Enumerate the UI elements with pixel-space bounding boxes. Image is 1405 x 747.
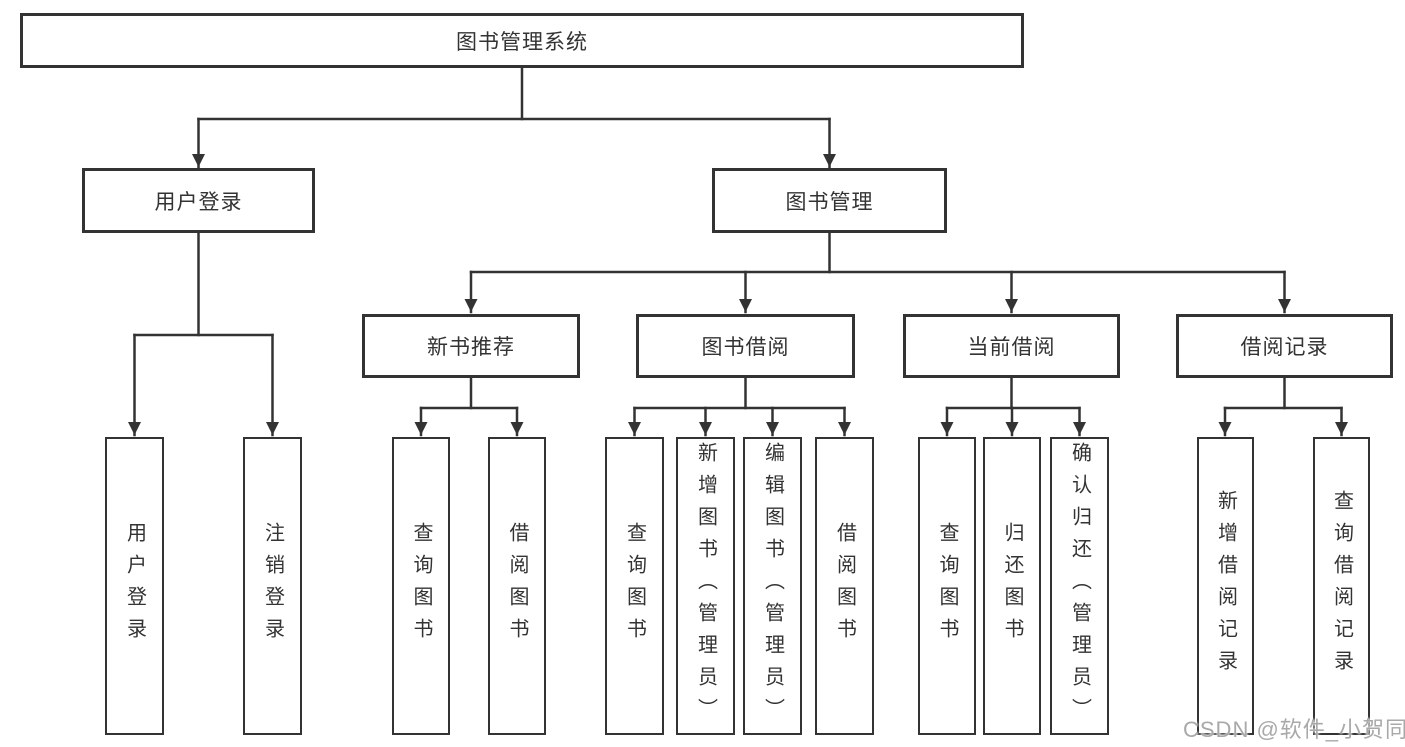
leaf-borrow-books-1: 借阅图书 — [488, 437, 546, 735]
leaf-label: 归还图书 — [1001, 522, 1023, 650]
leaf-borrow-books-2: 借阅图书 — [815, 437, 874, 735]
node-borrow-records: 借阅记录 — [1176, 314, 1393, 378]
leaf-query-borrow-record: 查询借阅记录 — [1313, 437, 1370, 735]
leaf-label: 注销登录 — [261, 522, 284, 650]
leaf-label: 新增借阅记录 — [1214, 490, 1237, 682]
leaf-label: 编辑图书（管理员） — [761, 442, 784, 730]
leaf-label: 借阅图书 — [833, 522, 856, 650]
leaf-label: 新增图书（管理员） — [694, 442, 717, 730]
leaf-label: 查询图书 — [410, 522, 432, 650]
leaf-label: 借阅图书 — [506, 522, 528, 650]
node-library-system: 图书管理系统 — [20, 13, 1024, 68]
leaf-add-book-admin: 新增图书（管理员） — [676, 437, 735, 735]
node-book-management: 图书管理 — [712, 168, 947, 233]
node-new-book-recommend: 新书推荐 — [362, 314, 580, 378]
leaf-query-books-3: 查询图书 — [918, 437, 976, 735]
leaf-confirm-return-admin: 确认归还（管理员） — [1050, 437, 1109, 735]
leaf-query-books-2: 查询图书 — [605, 437, 664, 735]
watermark: CSDN @软件_小贺同学 — [1183, 717, 1405, 742]
leaf-logout: 注销登录 — [243, 437, 302, 735]
leaf-query-books-1: 查询图书 — [392, 437, 450, 735]
leaf-user-login: 用户登录 — [105, 437, 164, 735]
leaf-edit-book-admin: 编辑图书（管理员） — [743, 437, 802, 735]
leaf-label: 查询图书 — [936, 522, 958, 650]
leaf-add-borrow-record: 新增借阅记录 — [1197, 437, 1254, 735]
node-book-borrow: 图书借阅 — [636, 314, 855, 378]
node-current-borrow: 当前借阅 — [903, 314, 1120, 378]
leaf-label: 查询借阅记录 — [1330, 490, 1353, 682]
leaf-return-book: 归还图书 — [983, 437, 1041, 735]
leaf-label: 用户登录 — [123, 522, 146, 650]
leaf-label: 查询图书 — [623, 522, 646, 650]
leaf-label: 确认归还（管理员） — [1068, 442, 1091, 730]
node-user-login-branch: 用户登录 — [82, 168, 315, 233]
